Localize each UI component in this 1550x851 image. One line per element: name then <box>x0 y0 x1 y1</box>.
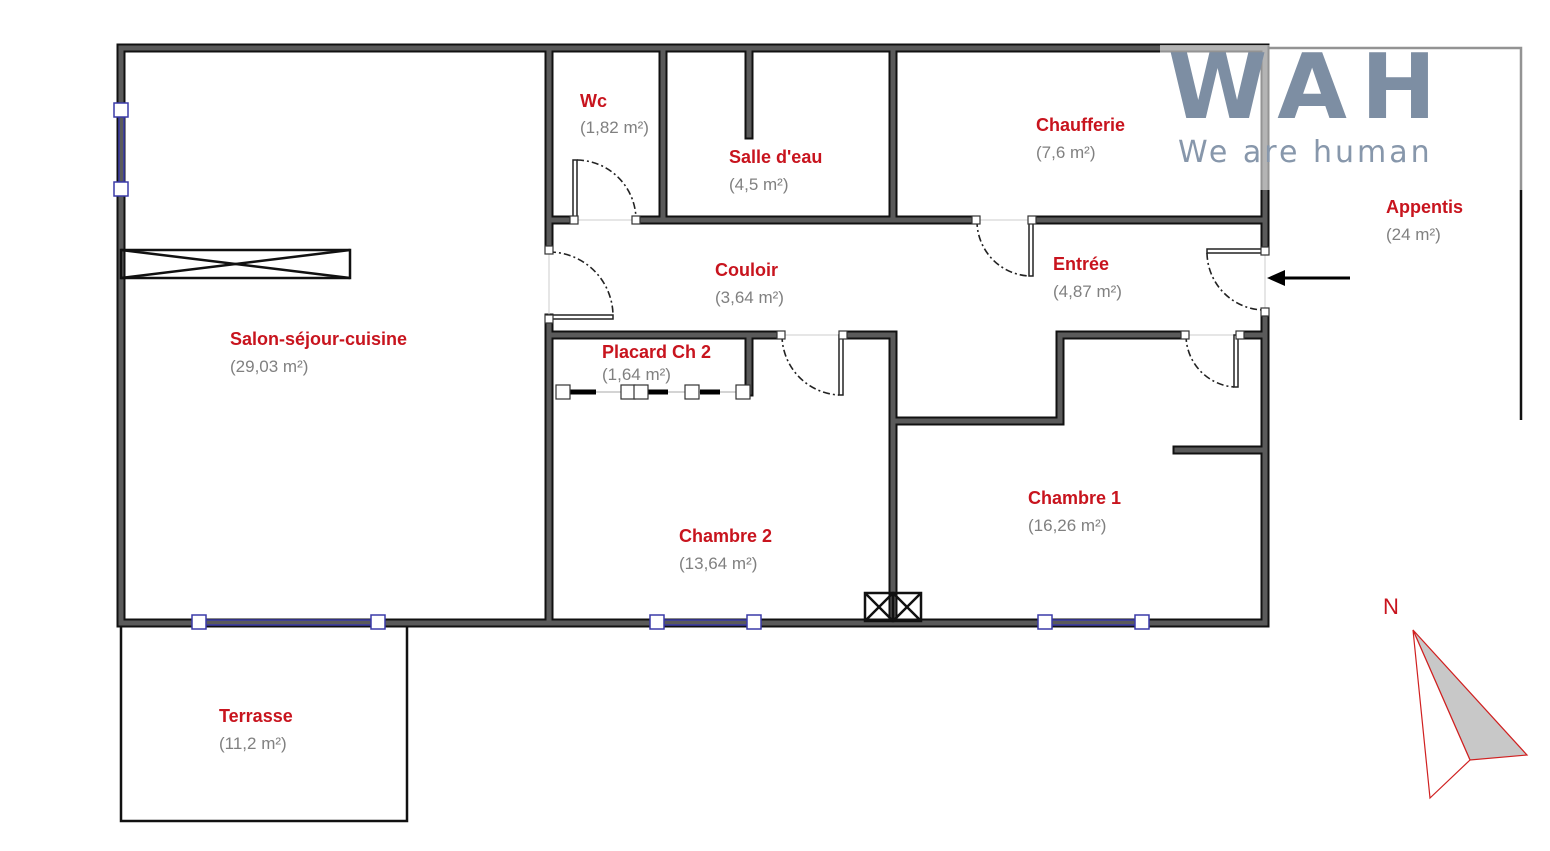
room-wc: Wc (1,82 m²) <box>580 91 649 137</box>
room-name: Terrasse <box>219 706 293 726</box>
room-name: Placard Ch 2 <box>602 342 711 362</box>
north-label: N <box>1383 594 1399 619</box>
door-couloir-salon <box>544 245 614 324</box>
room-area: (1,82 m²) <box>580 118 649 137</box>
placard-sliding-doors <box>555 384 751 400</box>
room-area: (13,64 m²) <box>679 554 757 573</box>
room-area: (7,6 m²) <box>1036 143 1096 162</box>
door-chambre-1 <box>1180 330 1245 388</box>
cabinet-cross-box <box>119 248 352 280</box>
watermark-tagline: We are human <box>1178 135 1433 170</box>
door-entree <box>1206 246 1270 317</box>
wah-watermark: WAH We are human <box>1160 35 1525 190</box>
room-terrasse: Terrasse (11,2 m²) <box>219 706 293 753</box>
room-area: (3,64 m²) <box>715 288 784 307</box>
room-area: (24 m²) <box>1386 225 1441 244</box>
room-name: Salle d'eau <box>729 147 822 167</box>
room-chambre-1: Chambre 1 (16,26 m²) <box>1028 488 1121 535</box>
room-name: Chambre 1 <box>1028 488 1121 508</box>
compass-icon: N <box>1383 594 1529 800</box>
room-area: (4,87 m²) <box>1053 282 1122 301</box>
room-salle-d-eau: Salle d'eau (4,5 m²) <box>729 147 822 194</box>
room-name: Chaufferie <box>1036 115 1125 135</box>
room-name: Salon-séjour-cuisine <box>230 329 407 349</box>
room-chambre-2: Chambre 2 (13,64 m²) <box>679 526 772 573</box>
window-chambre-2 <box>649 614 762 630</box>
duct-cross-box <box>863 591 923 623</box>
watermark-title: WAH <box>1168 35 1450 140</box>
door-chambre-2 <box>776 330 848 396</box>
room-name: Chambre 2 <box>679 526 772 546</box>
room-area: (16,26 m²) <box>1028 516 1106 535</box>
room-name: Appentis <box>1386 197 1463 217</box>
room-couloir: Couloir (3,64 m²) <box>715 260 784 307</box>
room-appentis: Appentis (24 m²) <box>1386 197 1463 244</box>
window-salon <box>191 614 386 630</box>
room-area: (1,64 m²) <box>602 365 671 384</box>
window-chambre-1 <box>1037 614 1150 630</box>
terrasse-outline <box>119 623 409 823</box>
door-chaufferie <box>971 215 1037 277</box>
room-area: (29,03 m²) <box>230 357 308 376</box>
door-wc <box>569 159 641 225</box>
room-area: (4,5 m²) <box>729 175 789 194</box>
room-name: Wc <box>580 91 607 111</box>
room-placard-ch-2: Placard Ch 2 (1,64 m²) <box>602 342 711 384</box>
room-name: Couloir <box>715 260 778 280</box>
room-salon: Salon-séjour-cuisine (29,03 m²) <box>230 329 407 376</box>
window-left <box>113 102 129 197</box>
entrance-arrow-icon <box>1267 270 1350 286</box>
room-name: Entrée <box>1053 254 1109 274</box>
room-entree: Entrée (4,87 m²) <box>1053 254 1122 301</box>
room-chaufferie: Chaufferie (7,6 m²) <box>1036 115 1125 162</box>
room-area: (11,2 m²) <box>219 734 287 753</box>
